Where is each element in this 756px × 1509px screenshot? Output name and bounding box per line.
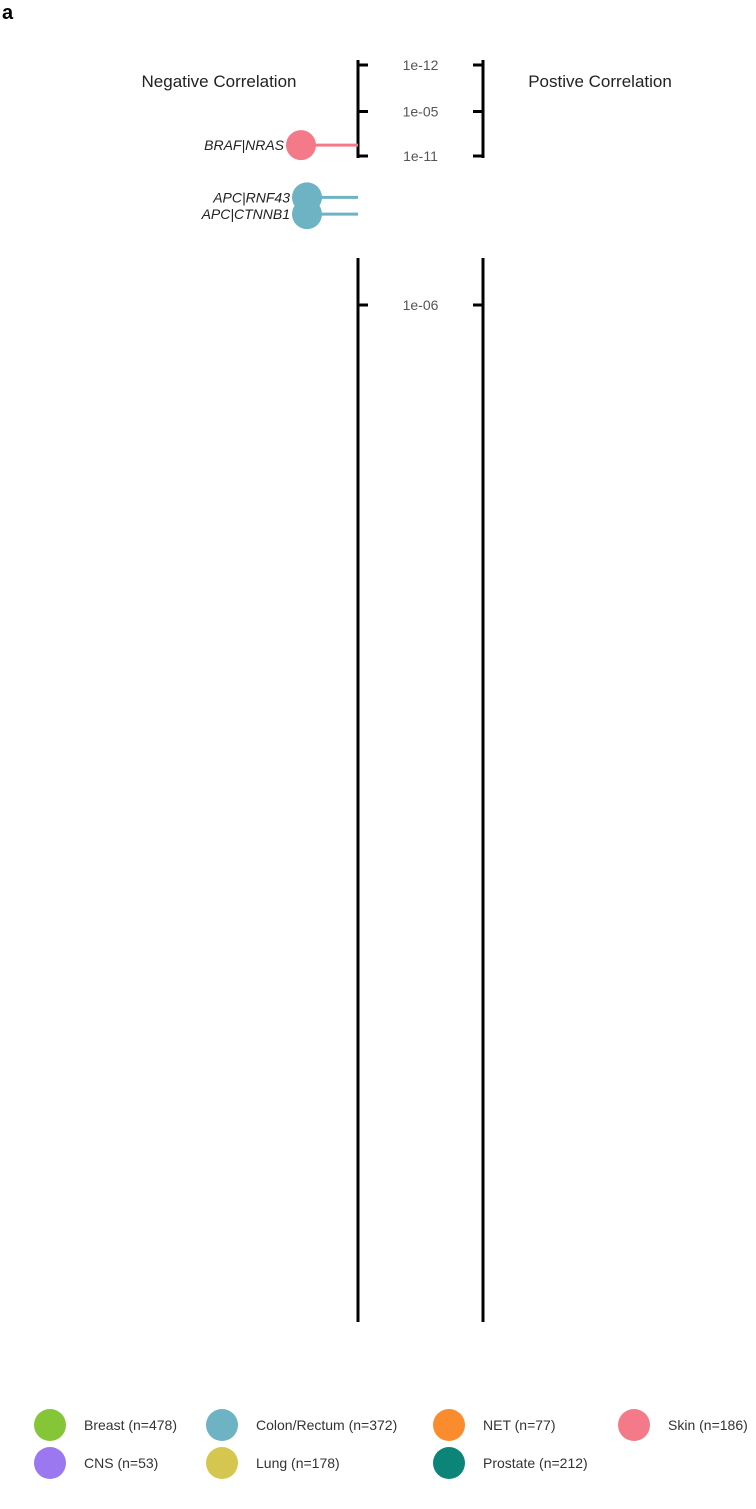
point-marker <box>292 182 322 213</box>
legend-label: Prostate (n=212) <box>483 1455 588 1471</box>
legend-swatch <box>34 1409 66 1441</box>
axis-tick-label: 1e-05 <box>403 104 439 120</box>
legend-label: CNS (n=53) <box>84 1455 158 1471</box>
negative-correlation-heading: Negative Correlation <box>142 72 297 91</box>
gene-pair-label: APC|RNF43 <box>212 189 290 205</box>
axis-lines <box>356 60 485 1322</box>
panel-letter: a <box>2 2 14 24</box>
legend-swatch <box>206 1409 238 1441</box>
axis-tick-label: 1e-11 <box>403 148 438 164</box>
gene-pair-label: APC|CTNNB1 <box>201 206 290 222</box>
legend-swatch <box>206 1447 238 1479</box>
legend-label: Skin (n=186) <box>668 1417 748 1433</box>
legend-swatch <box>433 1447 465 1479</box>
legend-label: Lung (n=178) <box>256 1455 340 1471</box>
legend-label: Colon/Rectum (n=372) <box>256 1417 397 1433</box>
legend-label: Breast (n=478) <box>84 1417 177 1433</box>
point-marker <box>286 130 316 161</box>
axis-tick-label: 1e-12 <box>403 57 439 73</box>
point-labels: BRAF|NRASAPC|CTNNB1APC|RNF43GATA3|TP53CD… <box>201 137 291 222</box>
legend-swatch <box>34 1447 66 1479</box>
legend-swatch <box>433 1409 465 1441</box>
legend: Breast (n=478) Colon/Rectum (n=372) NET (n… <box>34 1409 748 1479</box>
point-markers <box>286 130 322 230</box>
legend-label: NET (n=77) <box>483 1417 556 1433</box>
axis-tick-label: 1e-06 <box>403 297 439 313</box>
legend-swatch <box>618 1409 650 1441</box>
positive-correlation-heading: Postive Correlation <box>528 72 672 91</box>
gene-pair-label: BRAF|NRAS <box>204 137 285 153</box>
